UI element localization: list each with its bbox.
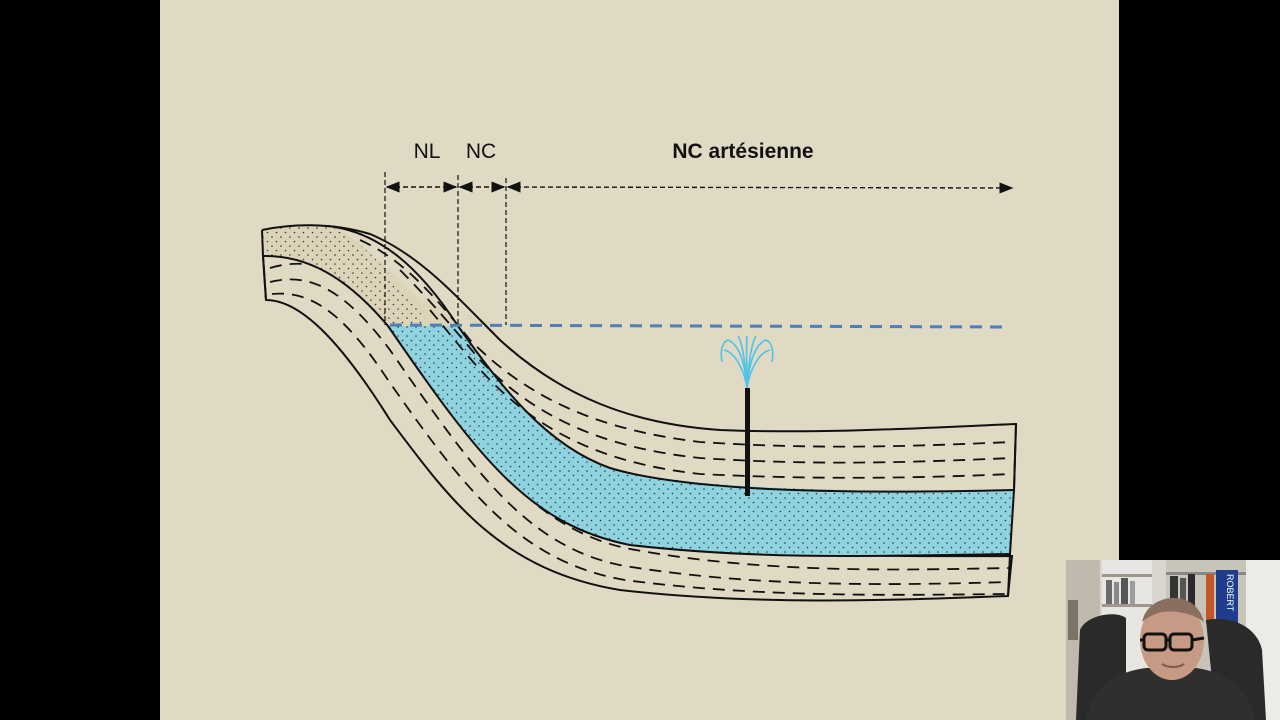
book-spine-text: ROBERT [1225, 574, 1235, 612]
top-confining-layer [328, 226, 1016, 491]
right-edge [1007, 423, 1017, 597]
slide: NL NC NC artésienne [160, 0, 1119, 720]
label-nc-artesian: NC artésienne [672, 140, 813, 163]
nc-artesian-arrow [506, 181, 1014, 194]
fountain-icon [720, 335, 774, 389]
top-layer-dash-line-1 [359, 239, 1013, 448]
bottom-layer-dash-line-3 [271, 292, 1009, 596]
glasses-icon [1140, 632, 1205, 652]
surface-contour [261, 224, 1018, 491]
artesian-well [745, 388, 750, 496]
artesian-aquifer-diagram: NL NC NC artésienne [261, 140, 1018, 602]
webcam-overlay: ROBERT [1066, 560, 1280, 720]
left-edge [261, 229, 267, 301]
person-head [1140, 600, 1204, 680]
piezometric-level-line [389, 323, 1009, 329]
aquifer-top-boundary [327, 225, 1015, 493]
bottom-layer-dash-line-2 [269, 278, 1011, 585]
label-nc: NC [466, 140, 496, 163]
label-nl: NL [414, 140, 441, 163]
top-layer-dash-line-2 [399, 269, 1013, 464]
book-spine [1216, 570, 1238, 628]
top-layer-dash-line-3 [429, 309, 1013, 479]
aquifer-bottom-boundary [262, 254, 1011, 558]
